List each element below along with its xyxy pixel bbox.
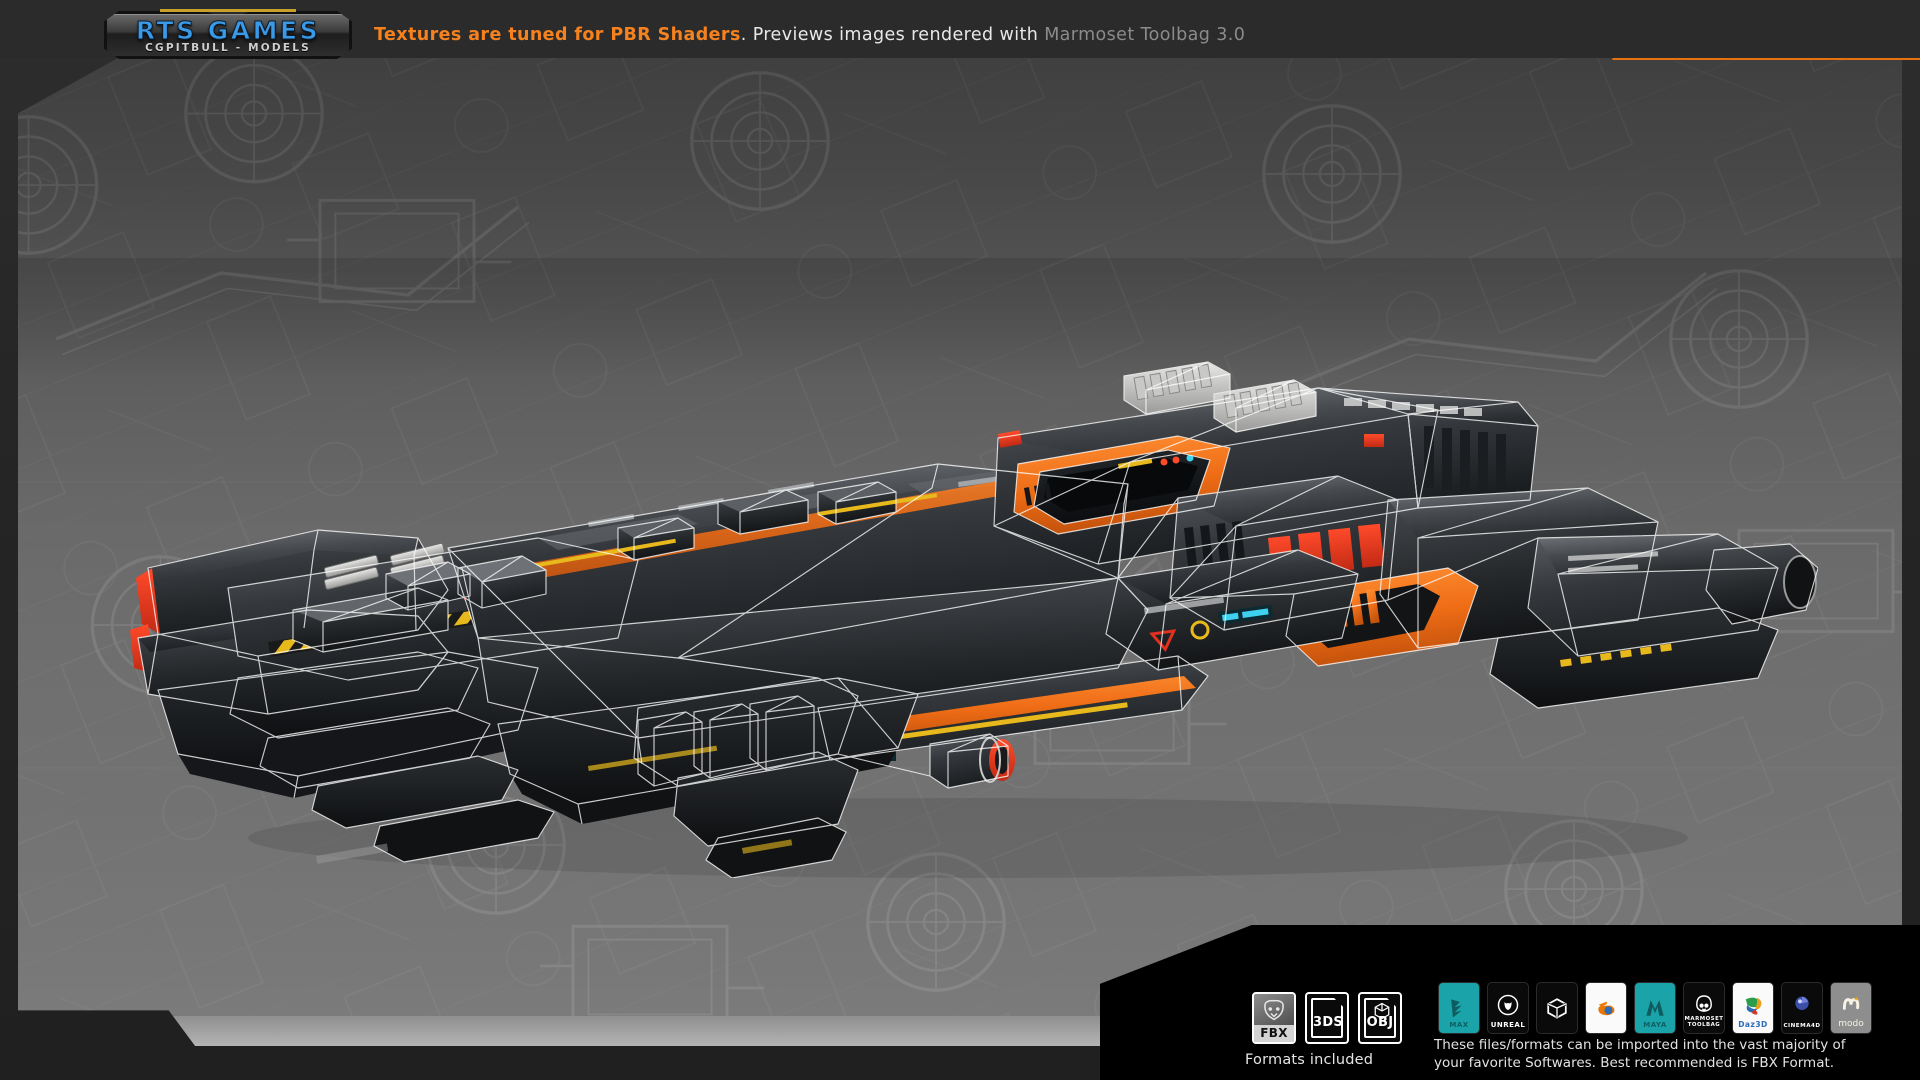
unreal-label: UNREAL bbox=[1490, 1021, 1526, 1029]
cinema4d-icon[interactable]: CINEMA4D bbox=[1781, 982, 1823, 1034]
daz3d-icon[interactable]: Daz3D bbox=[1732, 982, 1774, 1034]
3dsmax-icon[interactable]: MAX bbox=[1438, 982, 1480, 1034]
logo-subtitle: CGPITBULL - MODELS bbox=[145, 42, 311, 54]
unity-icon[interactable] bbox=[1536, 982, 1578, 1034]
aft-thruster bbox=[1706, 544, 1818, 624]
maya-label: MAYA bbox=[1643, 1021, 1667, 1029]
3dsmax-glyph bbox=[1451, 999, 1462, 1018]
formats-caption: Formats included bbox=[1245, 1052, 1374, 1068]
daz3d-glyph bbox=[1745, 997, 1762, 1015]
fbx-icon[interactable]: FBX bbox=[1252, 992, 1296, 1044]
modo-glyph bbox=[1842, 996, 1860, 1010]
daz3d-label: Daz3D bbox=[1738, 1020, 1768, 1029]
3ds-icon[interactable]: 3DS bbox=[1305, 992, 1349, 1044]
header-tagline-highlight: Textures are tuned for PBR Shaders bbox=[374, 25, 741, 45]
software-note-line2: your favorite Softwares. Best recommende… bbox=[1434, 1054, 1835, 1071]
modo-label: modo bbox=[1838, 1019, 1864, 1029]
logo-accent-line bbox=[160, 9, 296, 12]
marmoset-label: MARMOSET TOOLBAG bbox=[1684, 1015, 1724, 1029]
header-tagline: Textures are tuned for PBR Shaders. Prev… bbox=[374, 25, 1245, 45]
3ds-label: 3DS bbox=[1313, 1015, 1344, 1030]
obj-cube-glyph bbox=[1374, 1002, 1390, 1020]
formats-icon-group: FBX 3DS OBJ bbox=[1252, 992, 1402, 1044]
blender-icon[interactable] bbox=[1585, 982, 1627, 1034]
obj-icon[interactable]: OBJ bbox=[1358, 992, 1402, 1044]
3dsmax-label: MAX bbox=[1449, 1021, 1469, 1029]
header-tagline-middle: . Previews images rendered with bbox=[740, 25, 1045, 45]
fbx-bull-glyph bbox=[1264, 999, 1284, 1021]
header-tagline-renderer: Marmoset Toolbag 3.0 bbox=[1044, 25, 1246, 45]
unreal-icon[interactable]: UNREAL bbox=[1487, 982, 1529, 1034]
cinema4d-label: CINEMA4D bbox=[1783, 1023, 1821, 1029]
software-note-line1: These files/formats can be imported into… bbox=[1434, 1036, 1846, 1053]
obj-label: OBJ bbox=[1366, 1015, 1394, 1030]
unity-glyph bbox=[1547, 998, 1567, 1019]
fbx-label: FBX bbox=[1254, 1025, 1294, 1042]
cinema4d-glyph bbox=[1795, 996, 1809, 1010]
spaceship-model bbox=[130, 361, 1818, 878]
3ds-doc-glyph: 3DS bbox=[1311, 998, 1343, 1038]
obj-doc-glyph: OBJ bbox=[1364, 998, 1396, 1038]
software-note: These files/formats can be imported into… bbox=[1434, 1036, 1904, 1072]
maya-glyph bbox=[1646, 1000, 1664, 1016]
render-viewport bbox=[18, 58, 1902, 1046]
brand-logo[interactable]: RTS GAMES CGPITBULL - MODELS bbox=[104, 9, 352, 59]
ship-mid-hull bbox=[448, 460, 1148, 764]
blender-glyph bbox=[1598, 1001, 1615, 1016]
modo-icon[interactable]: modo bbox=[1830, 982, 1872, 1034]
marmoset-glyph bbox=[1696, 995, 1712, 1012]
unreal-glyph bbox=[1497, 994, 1519, 1016]
wireframe-overlay bbox=[137, 361, 1818, 878]
maya-icon[interactable]: MAYA bbox=[1634, 982, 1676, 1034]
marmoset-icon[interactable]: MARMOSET TOOLBAG bbox=[1683, 982, 1725, 1034]
software-icon-group: MAX UNREAL bbox=[1438, 982, 1872, 1034]
starboard-sponson bbox=[1106, 550, 1358, 670]
logo-title: RTS GAMES bbox=[135, 16, 321, 46]
